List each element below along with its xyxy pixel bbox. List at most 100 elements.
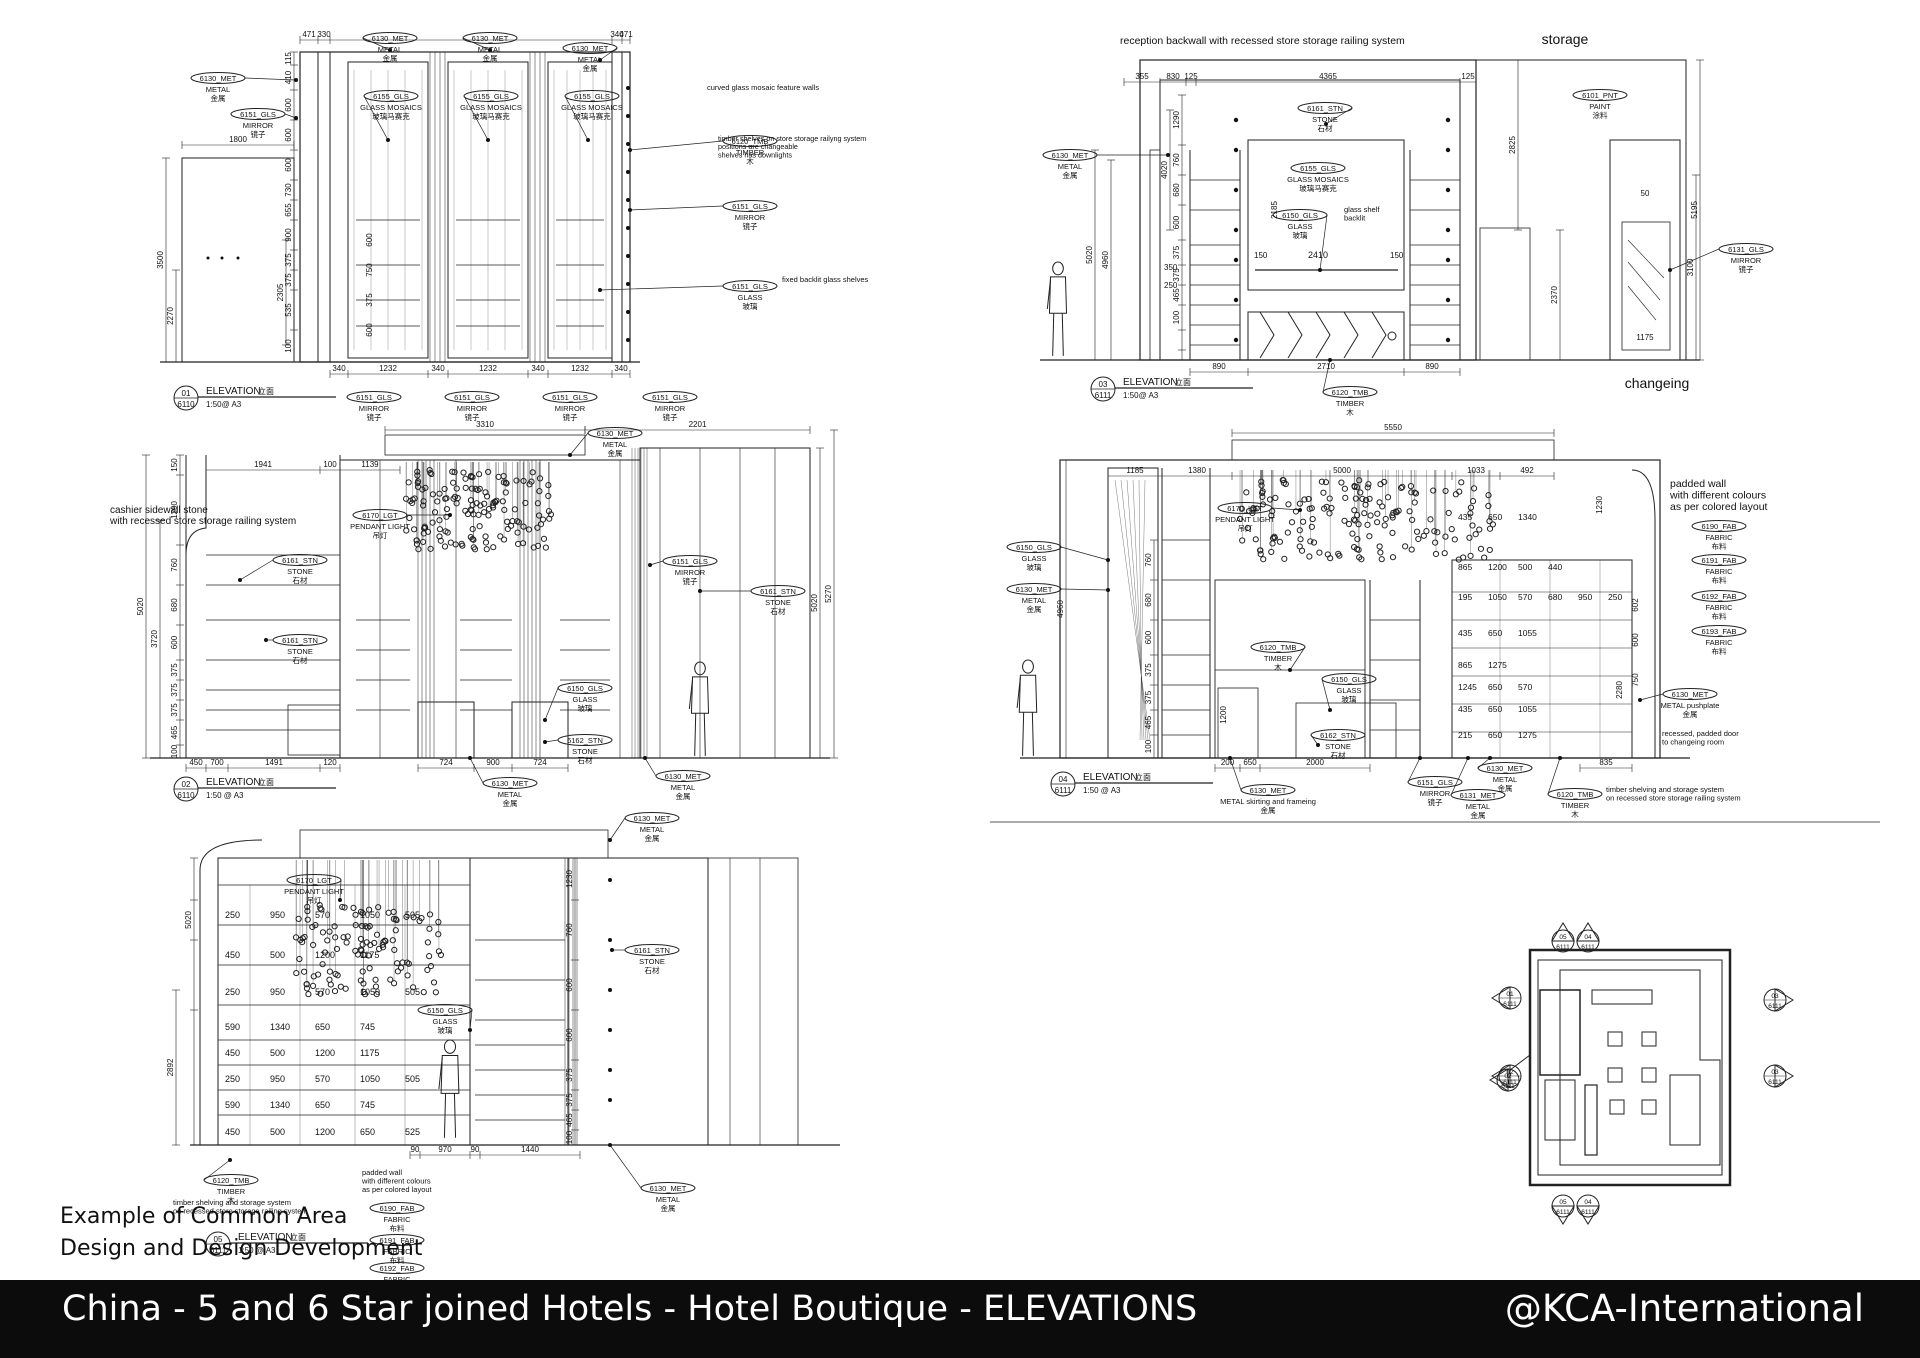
material-name-cn: 金属 (211, 93, 226, 103)
pendant-bubble (1467, 552, 1474, 559)
dimension-text: 600 (1172, 215, 1181, 229)
material-code: 6130_MET (472, 34, 509, 43)
pendant-bubble (1280, 477, 1287, 484)
dimension-text: 1232 (379, 364, 397, 373)
material-name-cn: 玻璃马赛克 (1299, 183, 1337, 193)
note-storage: storage (1542, 31, 1589, 47)
elevation-scale: 1:50 @ A3 (1083, 786, 1121, 795)
pendant-bubble (495, 473, 502, 481)
dimension-text: 5020 (184, 911, 193, 929)
key-plan-marker-number: 03 (1771, 1069, 1779, 1076)
material-name: MIRROR (555, 404, 586, 413)
human-figure-arm (1046, 279, 1052, 309)
pendant-bubble (1397, 484, 1405, 492)
leader-dot (1228, 756, 1232, 760)
pendant-bubble (453, 500, 460, 507)
material-name: GLASS MOSAICS (1287, 175, 1349, 184)
material-code: 6161_STN (634, 946, 670, 955)
material-name: STONE (287, 647, 313, 656)
pendant-bubble (1469, 522, 1476, 529)
dimension-text: 2370 (1550, 286, 1559, 304)
pendant-bubble (1285, 501, 1292, 508)
pendant-bubble (404, 972, 411, 979)
human-figure-leg (703, 713, 706, 756)
pendant-bubble (435, 948, 443, 955)
pendant-bubble (482, 533, 489, 540)
elevation-title-cn: 立面 (290, 1232, 306, 1242)
pendant-bubble (1272, 494, 1279, 502)
niche-dot (220, 256, 224, 260)
dimension-text: 465 (170, 725, 179, 739)
material-name: PAINT (1589, 102, 1611, 111)
dimension-text: 450 (225, 1048, 240, 1058)
recessed-light (1233, 187, 1239, 193)
elevation-ref: 6111 (1055, 786, 1072, 795)
pendant-bubble (1327, 555, 1334, 562)
dimension-text: 250 (225, 987, 240, 997)
pendant-bubble (1389, 512, 1396, 519)
material-name-cn: 金属 (483, 53, 498, 63)
material-code: 6192_FAB (1701, 592, 1736, 601)
key-plan-display (1609, 1099, 1625, 1115)
leader-line (469, 1009, 473, 1031)
pendant-bubble (450, 479, 457, 486)
note-text: glass shelf (1344, 205, 1380, 214)
pendant-bubble (305, 991, 312, 998)
pendant-bubble (394, 968, 401, 975)
leader-line (1310, 734, 1319, 746)
dimension-text: 2280 (1615, 681, 1624, 699)
pendant-bubble (316, 901, 323, 909)
pendant-bubble (519, 540, 527, 547)
pendant-bubble (407, 498, 414, 505)
pendant-bubble (467, 497, 475, 504)
dimension-text: 505 (405, 987, 420, 997)
pendant-bubble (536, 488, 543, 495)
key-plan-marker-number: 03 (1771, 993, 1779, 1000)
material-name-cn: 玻璃 (1027, 562, 1043, 572)
pendant-bubble (1381, 522, 1388, 529)
pendant-bubble (501, 506, 508, 514)
dimension-text: 724 (533, 758, 547, 767)
pendant-bubble (366, 906, 373, 913)
key-plan-display (1641, 1031, 1657, 1047)
material-code: 6120_TMB (1332, 388, 1369, 397)
dimension-text: 340 (431, 364, 445, 373)
pendant-bubble (536, 512, 543, 519)
pendant-bubble (1466, 534, 1473, 541)
pendant-bubble (1389, 529, 1396, 536)
pendant-bubble (520, 523, 527, 530)
recessed-light (1445, 257, 1451, 263)
leader-line (649, 560, 664, 566)
pendant-bubble (1432, 539, 1439, 546)
elevation-number: 02 (182, 780, 191, 789)
dimension-text: 250 (1608, 592, 1622, 602)
key-plan-display (1641, 1099, 1657, 1115)
pendant-bubble (469, 526, 476, 533)
pendant-bubble (436, 517, 443, 524)
key-plan-bench (1584, 1084, 1598, 1156)
material-code: 6130_MET (492, 779, 529, 788)
dimension-text: 1232 (479, 364, 497, 373)
pendant-bubble (1362, 501, 1369, 508)
pendant-bubble (482, 489, 489, 496)
dimension-text: 890 (1425, 362, 1439, 371)
pendant-bubble (1244, 524, 1251, 532)
elevation-number: 04 (1059, 775, 1068, 784)
pendant-bubble (436, 526, 444, 533)
dimension-text: 492 (1520, 466, 1534, 475)
pendant-bubble (493, 497, 500, 504)
pendant-bubble (304, 916, 311, 923)
pendant-bubble (1292, 508, 1300, 515)
pendant-bubble (1412, 490, 1420, 497)
footer-credit: @KCA-International (1504, 1287, 1864, 1330)
pendant-bubble (1413, 528, 1421, 535)
pendant-bubble (462, 475, 469, 482)
pendant-bubble (420, 498, 427, 505)
material-code: 6161_STN (760, 587, 796, 596)
material-code: 6130_MET (665, 772, 702, 781)
dimension-text: 950 (270, 910, 285, 920)
pendant-bubble (410, 914, 417, 921)
dimension-text: 1055 (1518, 628, 1537, 638)
note-text: with different colours (361, 1177, 431, 1186)
pendant-bubble (403, 913, 410, 920)
